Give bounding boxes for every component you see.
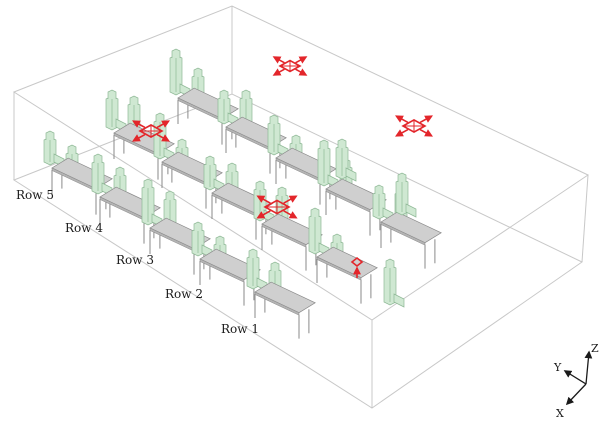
occupant [105,89,127,133]
axis-x-label: X [556,407,564,420]
axis-z-label: Z [591,342,599,355]
occupant [153,112,175,162]
occupant [43,130,65,168]
occupant [253,180,275,224]
desk [325,178,387,236]
occupant [246,248,268,292]
diffusers-group [131,56,434,219]
row-label-2: Row 2 [165,287,203,301]
row-label-5: Row 5 [16,188,54,202]
row-label-4: Row 4 [65,221,103,235]
desks-and-occupants [43,48,442,339]
occupant [267,114,289,158]
desk [199,248,261,306]
desk [261,213,323,271]
occupant [335,138,357,182]
occupant [383,258,405,308]
occupant [141,178,163,228]
supply-diffuser-icon [256,195,298,219]
row-label-3: Row 3 [116,253,154,267]
occupant [91,153,113,197]
desk [254,281,316,339]
supply-diffuser-icon [272,56,308,76]
occupant [372,184,394,222]
axis-y-label: Y [553,361,562,374]
occupant [203,155,225,193]
supply-diffuser-icon [131,120,171,142]
occupant [169,48,191,98]
exhaust-vent-icon [350,256,364,278]
row-label-1: Row 1 [221,322,259,336]
axis-triad-icon [563,350,593,406]
occupant [395,172,417,218]
supply-diffuser-icon [394,115,434,137]
occupant [317,139,339,189]
occupant [191,221,213,259]
occupant [308,207,330,257]
occupant [217,89,239,127]
desk [316,246,378,304]
desk [380,211,442,269]
